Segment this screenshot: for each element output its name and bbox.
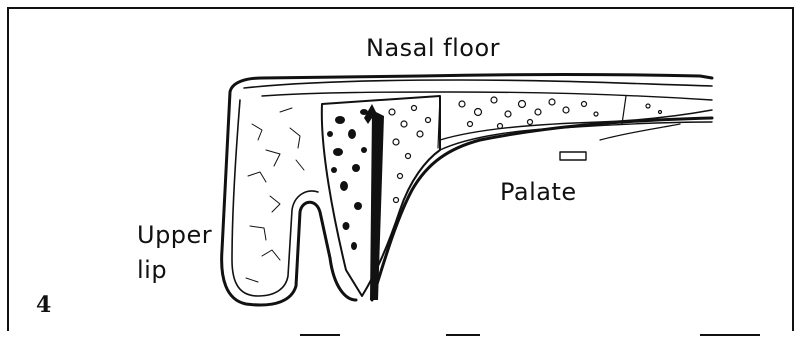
nasal-floor-line-lower xyxy=(262,92,712,100)
label-upper-lip-line2: lip xyxy=(137,258,167,282)
label-upper-lip-line1: Upper xyxy=(137,223,212,247)
label-nasal-floor: Nasal floor xyxy=(366,36,500,60)
figure-number: 4 xyxy=(36,294,51,316)
palate-line-extra xyxy=(600,124,680,140)
lip-inner-outline xyxy=(232,100,318,296)
outer-outline xyxy=(222,75,712,306)
palate-undersurface xyxy=(372,118,712,300)
nasal-floor-line-upper xyxy=(244,80,712,88)
suture-line xyxy=(622,96,626,124)
tooth-germ-dark-area xyxy=(327,109,368,250)
label-palate: Palate xyxy=(500,180,577,204)
flap-rectangle xyxy=(560,152,586,160)
lip-texture xyxy=(246,108,304,282)
